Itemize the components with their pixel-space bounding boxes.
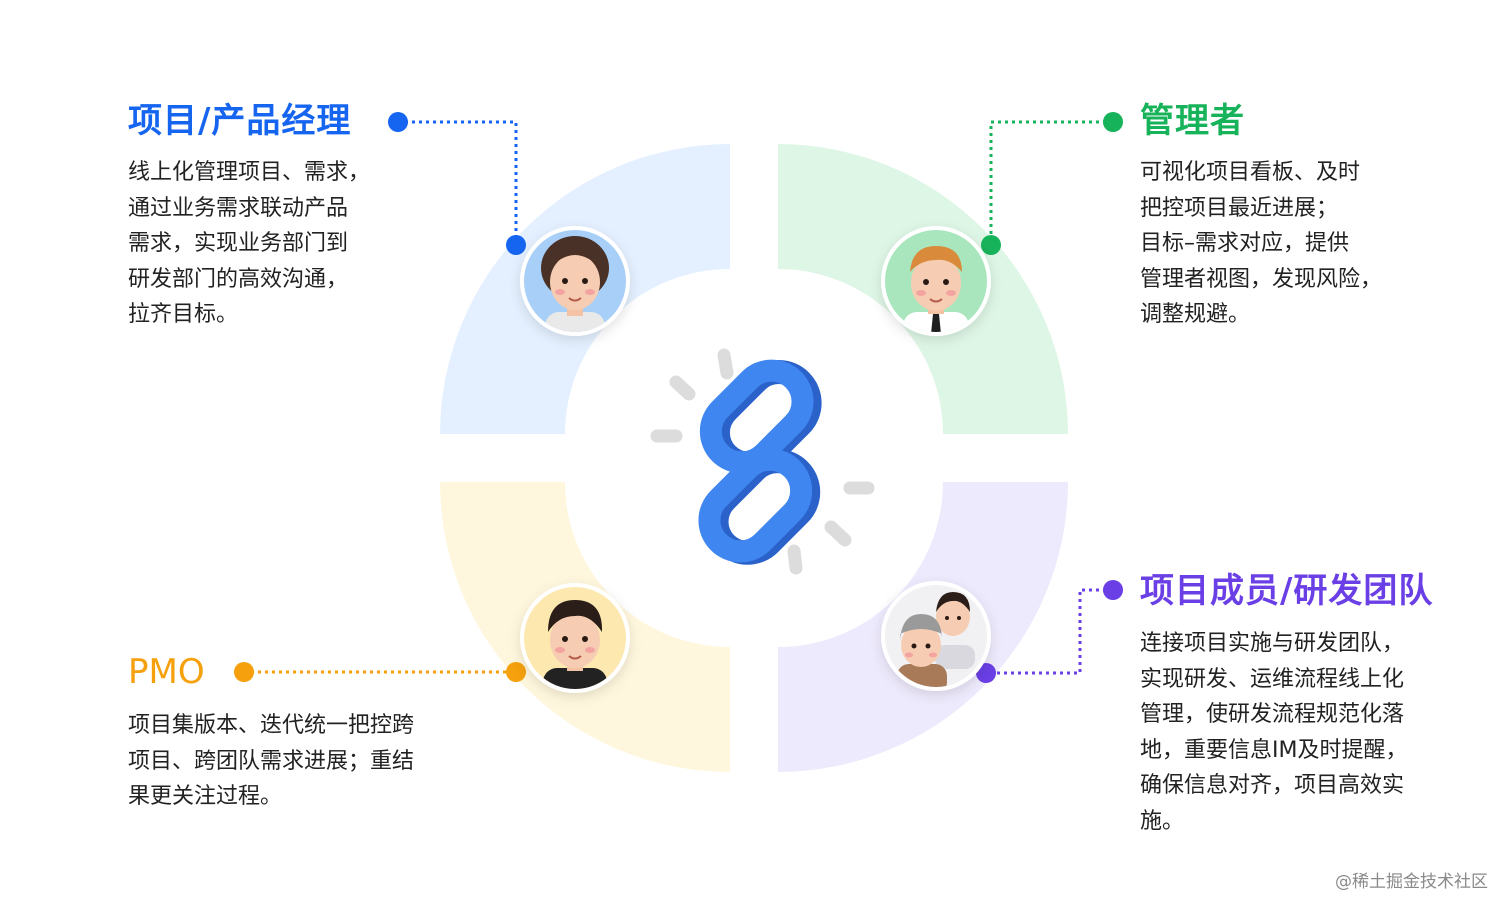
pm-description: 线上化管理项目、需求， 通过业务需求联动产品 需求，实现业务部门到 研发部门的高… [128,160,371,327]
team-connector [976,580,1123,683]
manager-avatar-icon [881,226,991,336]
manager-title: 管理者 [1140,101,1245,141]
team-avatar-icon [881,581,991,691]
team-title: 项目成员/研发团队 [1140,571,1434,611]
manager-description: 可视化项目看板、及时 把控项目最近进展； 目标–需求对应，提供 管理者视图，发现… [1140,160,1383,327]
pmo-avatar-icon [520,583,630,693]
team-description: 连接项目实施与研发团队， 实现研发、运维流程线上化 管理，使研发流程规范化落 地… [1140,631,1408,834]
pmo-description: 项目集版本、迭代统一把控跨 项目、跨团队需求进展；重结 果更关注过程。 [128,713,415,809]
pm-title: 项目/产品经理 [128,101,352,141]
woman-avatar-icon [520,226,630,336]
watermark: @稀土掘金技术社区 [1335,872,1488,892]
chain-link-icon [650,348,875,575]
pmo-title: PMO [128,652,205,692]
pm-connector [388,112,526,255]
pmo-connector [234,662,526,682]
manager-connector [981,112,1123,255]
